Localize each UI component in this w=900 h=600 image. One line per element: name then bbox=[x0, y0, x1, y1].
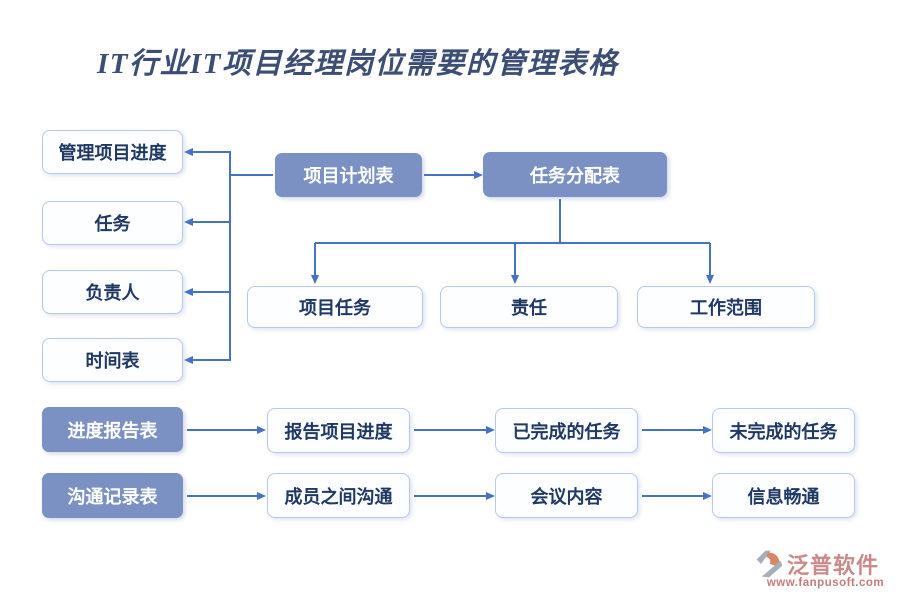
fanpu-logo-icon bbox=[756, 550, 783, 578]
node-schedule: 时间表 bbox=[42, 338, 183, 382]
node-uncompleted-tasks: 未完成的任务 bbox=[712, 408, 855, 453]
page-title: IT行业IT项目经理岗位需要的管理表格 bbox=[97, 48, 619, 80]
node-project-task: 项目任务 bbox=[247, 286, 423, 328]
node-progress-report-table: 进度报告表 bbox=[42, 407, 183, 452]
node-report-project-progress: 报告项目进度 bbox=[267, 408, 410, 453]
vendor-watermark: 泛普软件 www.fanpusoft.com bbox=[753, 548, 898, 589]
node-owner: 负责人 bbox=[42, 270, 183, 314]
node-responsibility: 责任 bbox=[440, 286, 618, 328]
node-member-communication: 成员之间沟通 bbox=[267, 473, 410, 518]
node-communication-record-table: 沟通记录表 bbox=[42, 473, 183, 518]
node-manage-project-progress: 管理项目进度 bbox=[42, 130, 183, 174]
node-tasks: 任务 bbox=[42, 201, 183, 245]
vendor-name: 泛普软件 bbox=[787, 553, 880, 578]
node-completed-tasks: 已完成的任务 bbox=[495, 408, 638, 453]
vendor-url: www.fanpusoft.com bbox=[766, 577, 885, 589]
node-meeting-content: 会议内容 bbox=[495, 473, 638, 518]
node-information-flow: 信息畅通 bbox=[712, 473, 855, 518]
node-task-assignment-table: 任务分配表 bbox=[483, 152, 667, 197]
node-project-plan-table: 项目计划表 bbox=[275, 153, 422, 197]
node-work-scope: 工作范围 bbox=[637, 286, 815, 328]
